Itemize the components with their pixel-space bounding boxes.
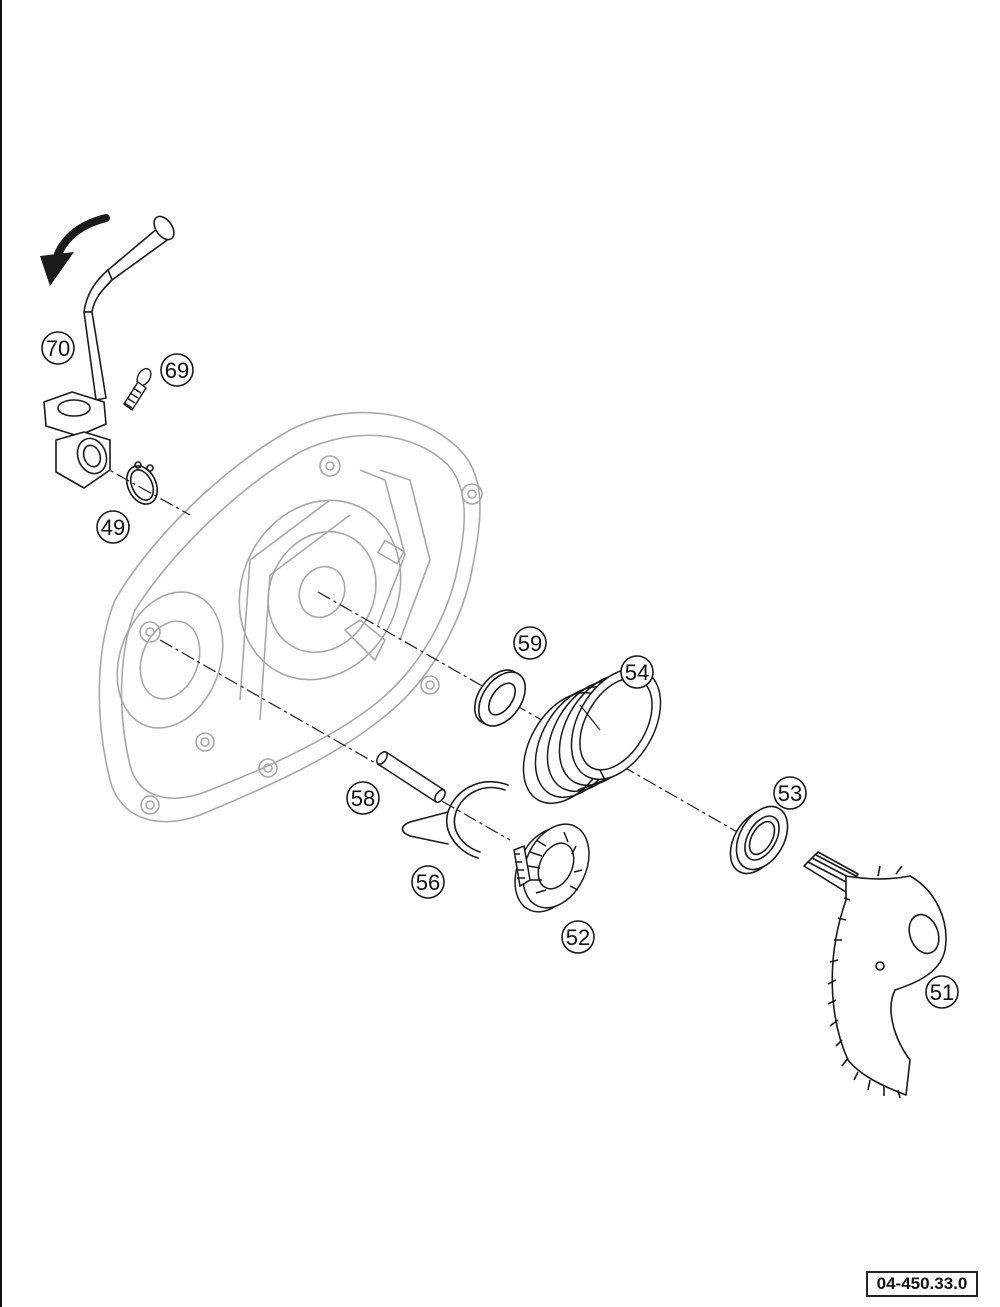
callout-59: 59 — [513, 626, 547, 660]
callout-54-label: 54 — [625, 660, 649, 685]
callout-59-label: 59 — [518, 631, 542, 656]
gear-part-52 — [513, 823, 590, 913]
washer-part-59 — [473, 669, 527, 727]
kick-shaft-part-51 — [803, 851, 947, 1099]
callout-69-label: 69 — [165, 358, 189, 383]
wire-spring-part-56 — [401, 781, 509, 859]
leader-lines — [579, 704, 601, 731]
engine-cover-ghost — [98, 411, 483, 823]
callout-69: 69 — [160, 353, 194, 387]
kick-lever-part-70 — [43, 215, 175, 489]
callout-70: 70 — [41, 331, 75, 365]
circlip-part-49 — [125, 461, 159, 505]
seal-ring-part-53 — [729, 805, 789, 875]
callout-70-label: 70 — [46, 336, 70, 361]
assembly-axes — [94, 461, 761, 846]
callout-51: 51 — [925, 975, 959, 1009]
callout-52: 52 — [561, 920, 595, 954]
page-edge-rule — [0, 0, 2, 1307]
rotation-arrow — [40, 214, 110, 286]
callout-52-label: 52 — [566, 925, 590, 950]
callout-53-label: 53 — [778, 781, 802, 806]
callout-49-label: 49 — [101, 515, 125, 540]
pin-part-58 — [376, 750, 446, 804]
callout-56: 56 — [411, 865, 445, 899]
reference-code: 04-450.33.0 — [866, 1271, 978, 1297]
callout-51-label: 51 — [930, 980, 954, 1005]
callout-58: 58 — [346, 781, 380, 815]
callout-53: 53 — [773, 776, 807, 810]
callout-54: 54 — [620, 655, 654, 689]
callout-58-label: 58 — [351, 786, 375, 811]
spring-part-54 — [522, 667, 662, 805]
callout-56-label: 56 — [416, 870, 440, 895]
callout-49: 49 — [96, 510, 130, 544]
screw-part-69 — [123, 367, 152, 412]
